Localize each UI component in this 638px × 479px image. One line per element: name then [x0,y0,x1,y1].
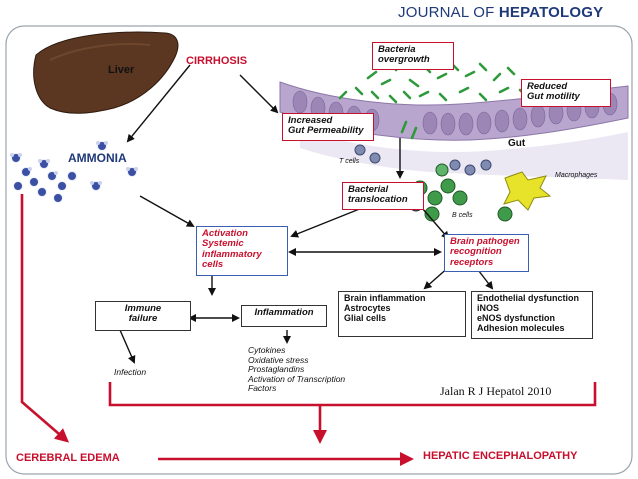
b-cells-label: B cells [452,212,473,219]
reduced-gut-motility-line-2: Gut motility [527,91,580,103]
immune-failure-box: Immune failure [95,301,191,331]
ammonia-molecules [10,141,138,203]
cytokines-item-2: Oxidative stress [248,354,309,365]
macrophage [503,171,552,211]
endothelial-line-3: eNOS dysfunction [477,312,556,323]
increased-gut-permeability-line-1: Increased [288,115,333,126]
citation: Jalan R J Hepatol 2010 [440,384,552,398]
brain-inflammation-line-3: Glial cells [344,312,387,323]
journal-prefix: JOURNAL OF [398,4,499,21]
bacterial-translocation-line-1: Bacterial [348,184,389,195]
inflammation-box: Inflammation [241,305,327,327]
endothelial-line-2: iNOS [477,302,500,313]
activation-systemic-line-4: cells [202,259,224,271]
bacteria-overgrowth-line-2: overgrowth [378,54,430,66]
liver-shape [33,31,179,114]
bacterial-translocation-box: Bacterial translocation [342,182,424,210]
increased-gut-permeability-line-2: Gut Permeability [288,125,364,137]
hepatic-encephalopathy-label: HEPATIC ENCEPHALOPATHY [423,450,578,462]
red-pathways [20,194,597,466]
activation-systemic-box: Activation Systemic inflammatory cells [196,226,288,276]
cirrhosis-label: CIRRHOSIS [186,55,248,67]
increased-gut-permeability-box: Increased Gut Permeability [282,113,374,141]
journal-name: HEPATOLOGY [498,4,604,21]
journal-title: JOURNAL OF HEPATOLOGY [398,5,603,21]
immune-failure-line-1: Immune [124,303,162,314]
cytokines-item-4: Activation of Transcription [248,373,346,384]
activation-systemic-line-1: Activation [202,228,248,239]
bacterial-translocation-line-2: translocation [348,194,408,206]
cytokines-item-3: Prostaglandins [248,364,305,375]
reduced-gut-motility-box: Reduced Gut motility [521,79,611,107]
submucosa [300,130,628,180]
t-cells [354,144,492,176]
brain-inflammation-box: Brain inflammation Astrocytes Glial cell… [338,291,466,337]
brain-pathogen-box: Brain pathogen recognition receptors [444,234,529,272]
infection-label: Infection [114,367,147,377]
bacteria-overgrowth-box: Bacteria overgrowth [372,42,454,70]
liver-label: Liver [108,64,135,76]
cytokines-item-1: Cytokines [248,345,286,355]
reduced-gut-motility-line-1: Reduced [527,81,568,92]
t-cells-label: T cells [339,158,360,165]
gut-label: Gut [508,138,526,149]
activation-systemic-line-3: inflammatory [202,248,262,260]
activation-systemic-line-2: Systemic [202,238,244,250]
macrophages-label: Macrophages [555,172,598,179]
endothelial-line-4: Adhesion molecules [477,322,565,333]
brain-inflammation-line-2: Astrocytes [344,302,391,313]
frame [5,25,633,475]
immune-failure-line-2: failure [128,313,158,325]
inflammation-label: Inflammation [254,307,314,318]
endothelial-box: Endothelial dysfunction iNOS eNOS dysfun… [471,291,593,339]
cytokines-item-5: Factors [248,383,277,394]
ammonia-label: AMMONIA [68,151,127,165]
brain-pathogen-line-1: Brain pathogen [450,236,520,247]
brain-pathogen-line-2: recognition [450,246,502,258]
brain-pathogen-line-3: receptors [450,256,494,268]
cerebral-edema-label: CEREBRAL EDEMA [16,452,120,464]
endothelial-line-1: Endothelial dysfunction [477,293,580,303]
bacteria-overgrowth-line-1: Bacteria [378,44,416,55]
cytokines-list: Cytokines Oxidative stress Prostaglandin… [248,345,346,394]
brain-inflammation-line-1: Brain inflammation [344,293,426,303]
